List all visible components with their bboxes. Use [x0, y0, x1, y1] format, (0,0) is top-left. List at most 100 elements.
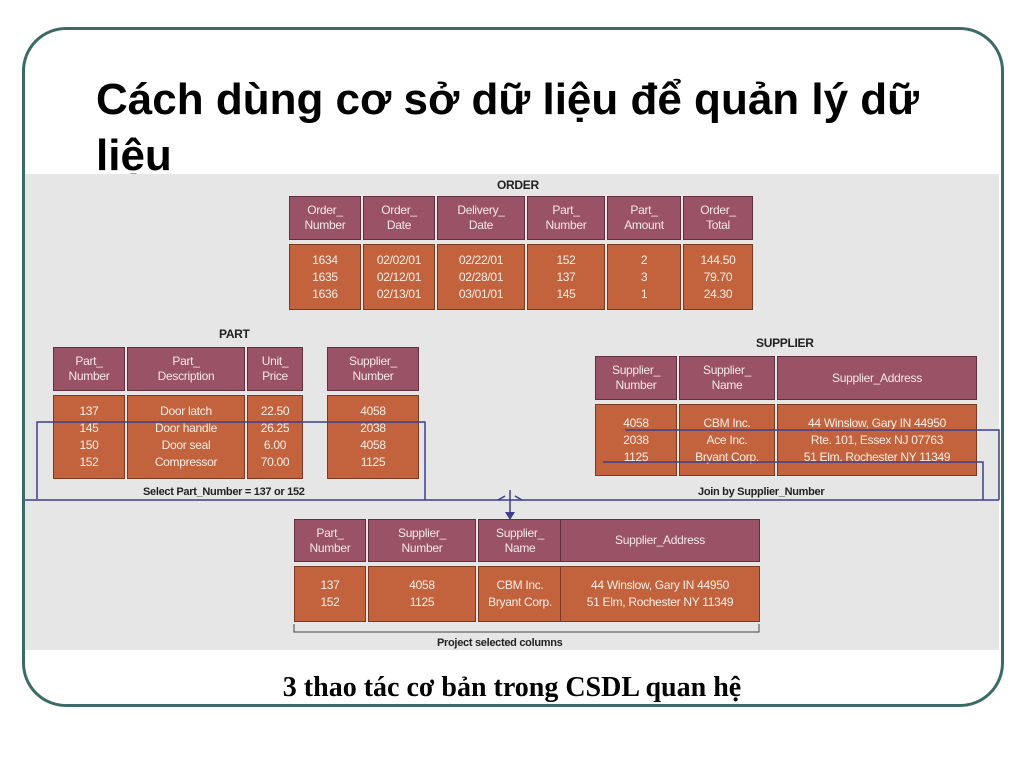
result-cell: CBM Inc.	[496, 578, 544, 592]
order-cell: 79.70	[703, 269, 733, 284]
order-cell: 02/12/01	[376, 269, 422, 284]
select-operation-label: Select Part_Number = 137 or 152	[143, 486, 305, 498]
order-cell: 2	[640, 252, 648, 267]
order-cell: 152	[556, 252, 576, 267]
order-column-header: Part_ Number	[527, 196, 605, 240]
part-cell: 1125	[360, 455, 386, 469]
supplier-cell: 1125	[623, 449, 649, 464]
order-column-values: 2 3 1	[607, 244, 681, 310]
merge-arrow-head	[505, 512, 515, 520]
part-cell: 22.50	[260, 404, 290, 418]
part-column-header: Part_ Description	[127, 347, 245, 391]
order-column-header: Order_ Total	[683, 196, 753, 240]
supplier-cell: Bryant Corp.	[695, 449, 759, 464]
part-cell: 70.00	[260, 455, 290, 469]
figure-caption: 3 thao tác cơ bản trong CSDL quan hệ	[282, 672, 742, 703]
order-cell: 137	[556, 269, 576, 284]
supplier-column-header: Supplier_Address	[777, 356, 977, 400]
order-column: Order_ Number 1634 1635 1636	[289, 196, 361, 310]
slide-title: Cách dùng cơ sở dữ liệu để quản lý dữ li…	[96, 75, 920, 180]
order-column: Part_ Amount 2 3 1	[607, 196, 681, 310]
part-cell: 4058	[360, 438, 386, 452]
merge-tick-right	[514, 495, 523, 501]
part-column-header: Supplier_ Number	[327, 347, 419, 391]
part-cell: 26.25	[260, 421, 290, 435]
order-cell: 03/01/01	[458, 286, 504, 301]
supplier-cell: CBM Inc.	[703, 415, 751, 430]
order-column: Order_ Total 144.50 79.70 24.30	[683, 196, 753, 310]
order-cell: 02/22/01	[458, 252, 504, 267]
operation-connector-lines	[25, 421, 1000, 633]
part-cell: 6.00	[263, 438, 287, 452]
result-cell: 44 Winslow, Gary IN 44950	[591, 578, 729, 592]
part-cell: 4058	[360, 404, 386, 418]
select-bracket-line	[36, 421, 426, 500]
result-cell: 152	[320, 595, 340, 609]
result-column-header: Part_ Number	[294, 519, 366, 562]
order-cell: 02/02/01	[376, 252, 422, 267]
part-cell: 145	[79, 421, 99, 435]
part-column-header: Part_ Number	[53, 347, 125, 391]
order-column: Order_ Date 02/02/01 02/12/01 02/13/01	[363, 196, 435, 310]
part-cell: 152	[79, 455, 99, 469]
join-outer-line	[625, 429, 1000, 500]
supplier-cell: 51 Elm, Rochester NY 11349	[803, 449, 951, 464]
order-cell: 02/13/01	[376, 286, 422, 301]
join-bracket-line	[603, 461, 984, 500]
join-operation-label: Join by Supplier_Number	[698, 486, 825, 498]
part-column: Unit_ Price 22.50 26.25 6.00 70.00	[247, 347, 303, 479]
order-cell: 1635	[312, 269, 338, 284]
order-cell: 1	[640, 286, 648, 301]
order-column-header: Part_ Amount	[607, 196, 681, 240]
project-bracket-line	[293, 624, 760, 633]
part-column: Part_ Number 137 145 150 152	[53, 347, 125, 479]
supplier-table-label: SUPPLIER	[756, 336, 814, 350]
order-column-header: Delivery_ Date	[437, 196, 525, 240]
order-column-header: Order_ Date	[363, 196, 435, 240]
supplier-cell: 4058	[623, 415, 649, 430]
result-column-values: CBM Inc. Bryant Corp.	[478, 566, 562, 622]
order-column-values: 144.50 79.70 24.30	[683, 244, 753, 310]
part-cell: Door latch	[160, 404, 212, 418]
supplier-cell: Ace Inc.	[706, 432, 748, 447]
part-cell: Door handle	[154, 421, 218, 435]
part-cell: 150	[79, 438, 99, 452]
order-cell: 1636	[312, 286, 338, 301]
merge-tick-left	[497, 495, 506, 501]
supplier-column-header: Supplier_ Number	[595, 356, 677, 400]
result-cell: Bryant Corp.	[488, 595, 552, 609]
result-column-header: Supplier_ Number	[368, 519, 476, 562]
order-cell: 3	[640, 269, 648, 284]
part-column-header: Unit_ Price	[247, 347, 303, 391]
order-cell: 144.50	[700, 252, 736, 267]
supplier-cell: Rte. 101, Essex NJ 07763	[810, 432, 944, 447]
supplier-cell: 44 Winslow, Gary IN 44950	[808, 415, 946, 430]
part-column-values: 137 145 150 152	[53, 395, 125, 479]
order-column-values: 02/02/01 02/12/01 02/13/01	[363, 244, 435, 310]
order-column-header: Order_ Number	[289, 196, 361, 240]
part-cell: 137	[79, 404, 99, 418]
part-column-values: 22.50 26.25 6.00 70.00	[247, 395, 303, 479]
supplier-column-header: Supplier_ Name	[679, 356, 775, 400]
part-table-label: PART	[219, 327, 250, 341]
result-cell: 137	[320, 578, 340, 592]
order-cell: 24.30	[703, 286, 733, 301]
order-cell: 1634	[312, 252, 338, 267]
result-cell: 1125	[409, 595, 435, 609]
